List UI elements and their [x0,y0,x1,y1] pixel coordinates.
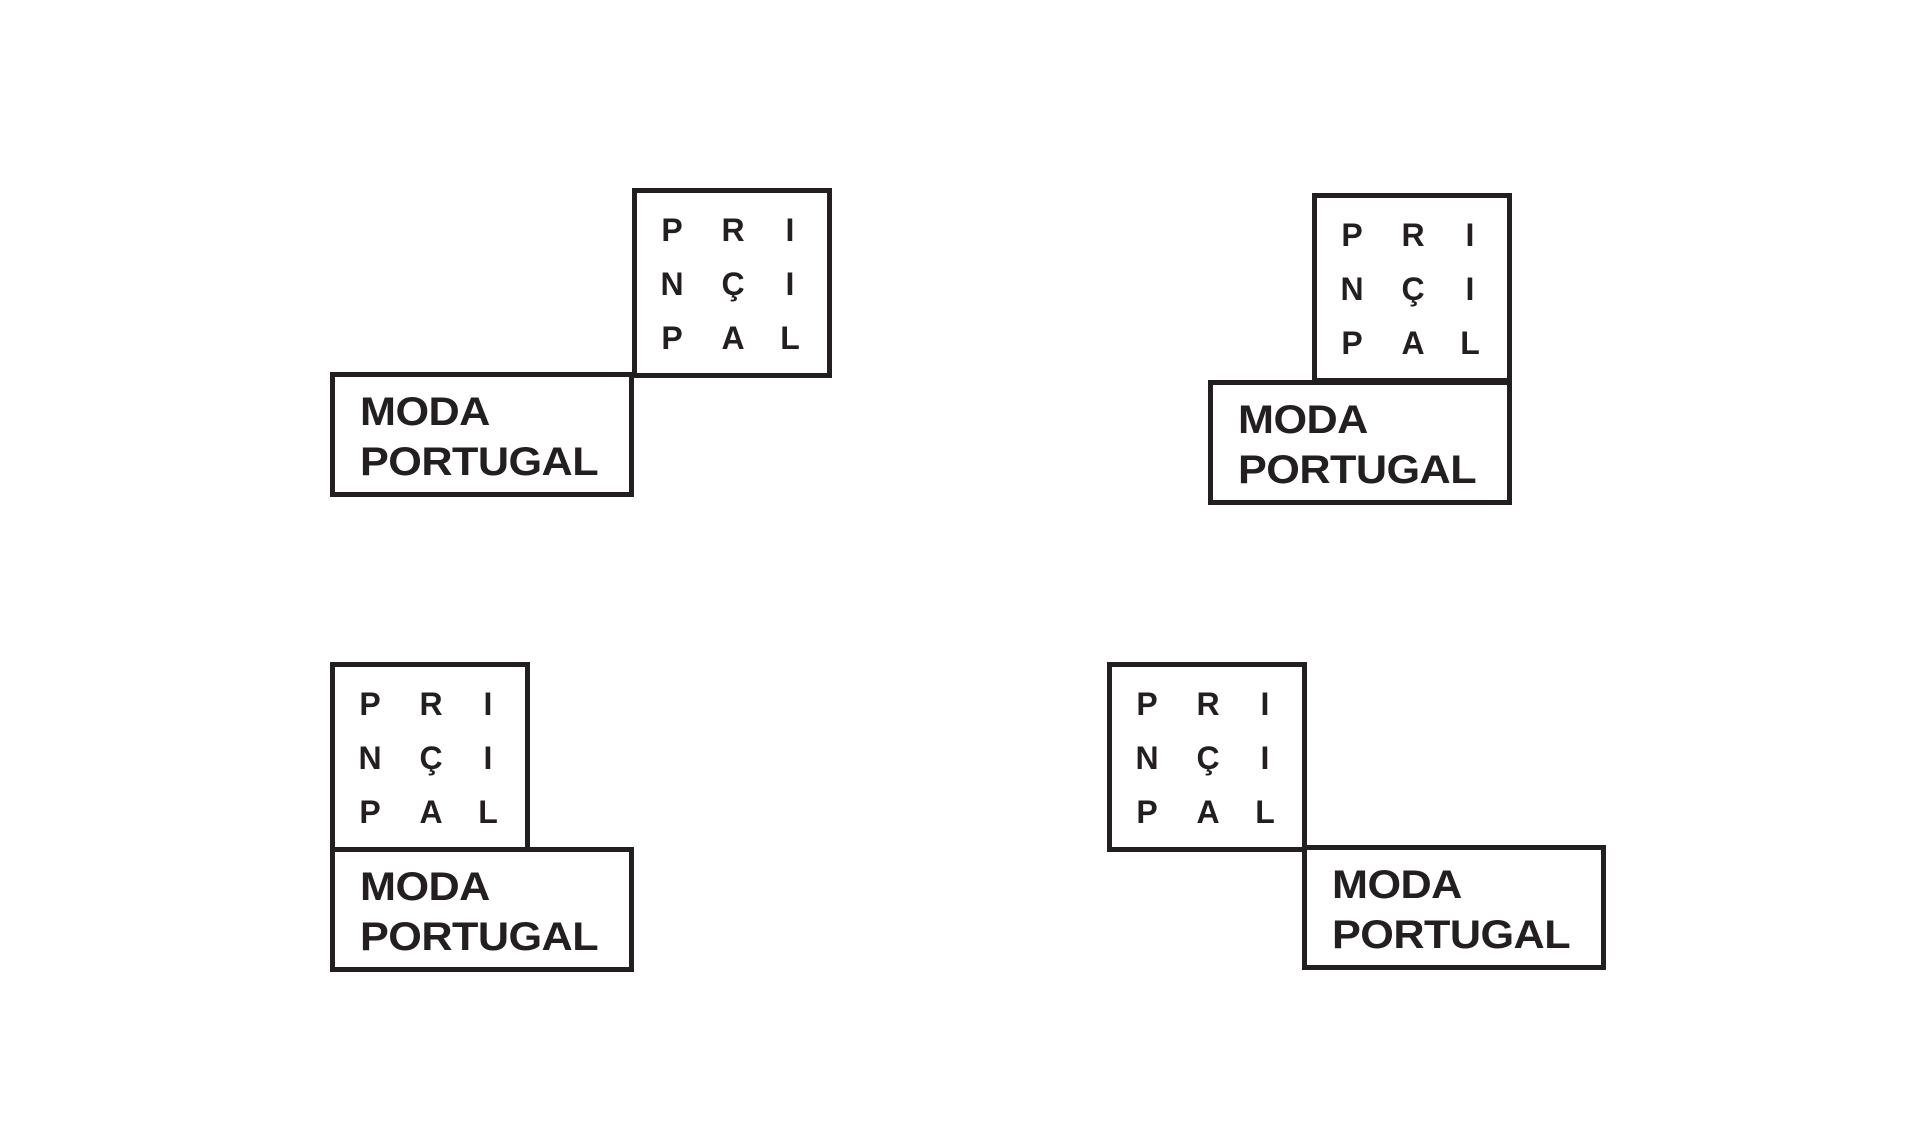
grid-letter: Ç [1401,271,1425,307]
wordmark-moda: MODA [360,865,490,909]
moda-portugal-box [1302,845,1606,970]
grid-letter: Ç [419,740,443,776]
wordmark-portugal: PORTUGAL [1332,913,1571,957]
grid-letter: R [1401,217,1425,253]
grid-letter: I [1260,686,1270,722]
grid-letter: P [1341,217,1363,253]
wordmark-portugal: PORTUGAL [360,915,599,959]
grid-letter: R [721,212,745,248]
grid-letter: I [483,686,493,722]
grid-letter: I [785,212,795,248]
grid-letter: I [1260,740,1270,776]
grid-letter: I [1465,217,1475,253]
grid-letter: P [661,320,683,356]
grid-letter: I [785,266,795,302]
principal-square [1312,193,1512,383]
grid-letter: A [1401,325,1425,361]
grid-letter: P [1341,325,1363,361]
moda-portugal-box [330,847,634,972]
grid-letter: N [660,266,684,302]
wordmark-portugal: PORTUGAL [1238,448,1477,492]
wordmark-moda: MODA [360,390,490,434]
grid-letter: A [1196,794,1220,830]
principal-square [1107,662,1307,852]
wordmark-moda: MODA [1238,398,1368,442]
grid-letter: R [1196,686,1220,722]
moda-portugal-box [1208,380,1512,505]
grid-letter: L [1255,794,1275,830]
grid-letter: P [1136,686,1158,722]
grid-letter: I [483,740,493,776]
grid-letter: P [359,794,381,830]
grid-letter: P [1136,794,1158,830]
grid-letter: Ç [1196,740,1220,776]
grid-letter: Ç [721,266,745,302]
grid-letter: I [1465,271,1475,307]
principal-square [330,662,530,852]
grid-letter: R [419,686,443,722]
grid-letter: P [359,686,381,722]
wordmark-portugal: PORTUGAL [360,440,599,484]
moda-portugal-box [330,372,634,497]
grid-letter: A [721,320,745,356]
grid-letter: N [358,740,382,776]
grid-letter: N [1135,740,1159,776]
wordmark-moda: MODA [1332,863,1462,907]
grid-letter: L [1460,325,1480,361]
grid-letter: L [478,794,498,830]
principal-square [632,188,832,378]
grid-letter: P [661,212,683,248]
grid-letter: N [1340,271,1364,307]
grid-letter: A [419,794,443,830]
grid-letter: L [780,320,800,356]
